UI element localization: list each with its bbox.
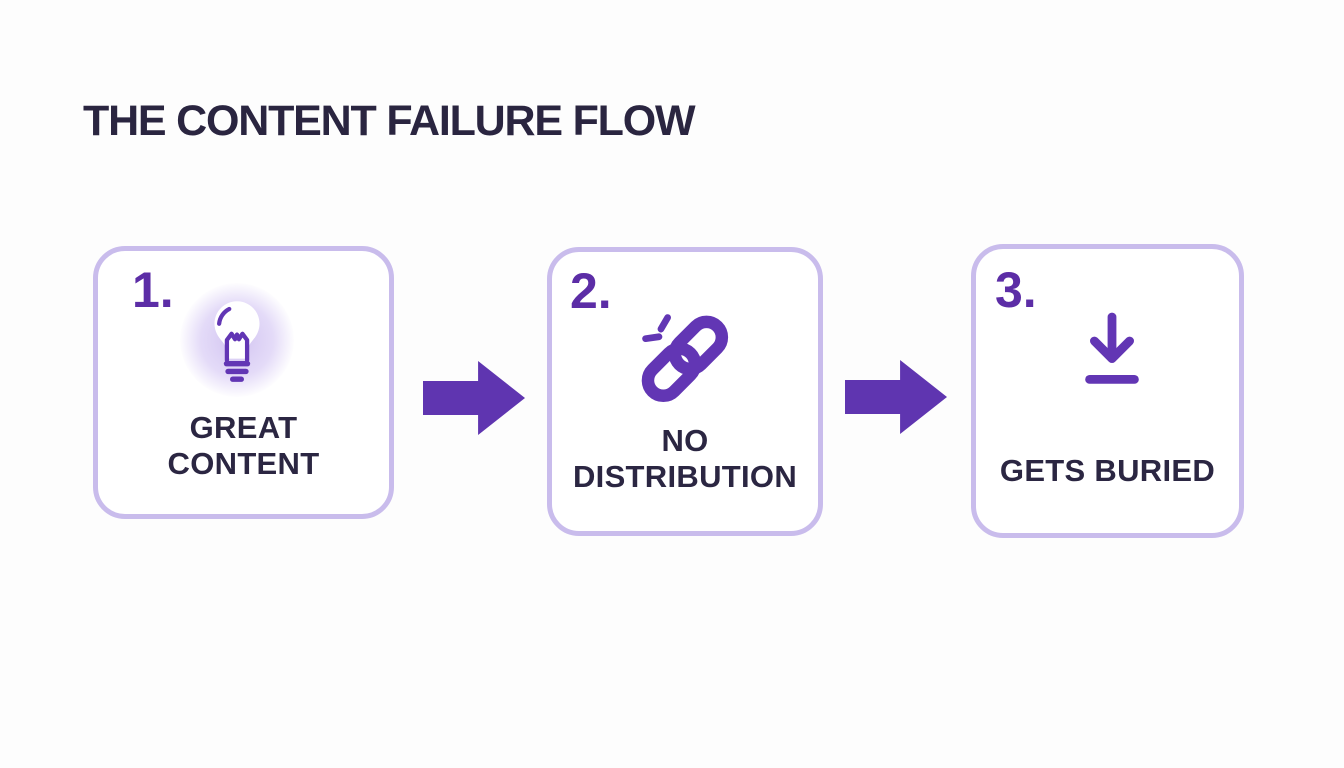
step-label: NO DISTRIBUTION <box>572 423 798 494</box>
step-number: 1. <box>132 262 174 318</box>
step-number: 2. <box>570 263 612 319</box>
step-number: 3. <box>995 262 1037 318</box>
download-arrow-icon <box>1085 312 1139 384</box>
step-card-no-distribution: 2. NO DISTRIBUTION <box>547 247 823 536</box>
arrow-right-icon <box>423 361 525 435</box>
step-label: GREAT CONTENT <box>167 410 320 481</box>
broken-link-icon <box>641 314 729 403</box>
lightbulb-icon <box>214 301 260 382</box>
step-label: GETS BURIED <box>999 453 1216 488</box>
page-title: THE CONTENT FAILURE FLOW <box>83 96 696 145</box>
step-card-great-content: 1. GREAT CONTENT <box>93 246 394 519</box>
step-card-gets-buried: 3. GETS BURIED <box>971 244 1244 538</box>
arrow-right-icon <box>845 360 947 434</box>
